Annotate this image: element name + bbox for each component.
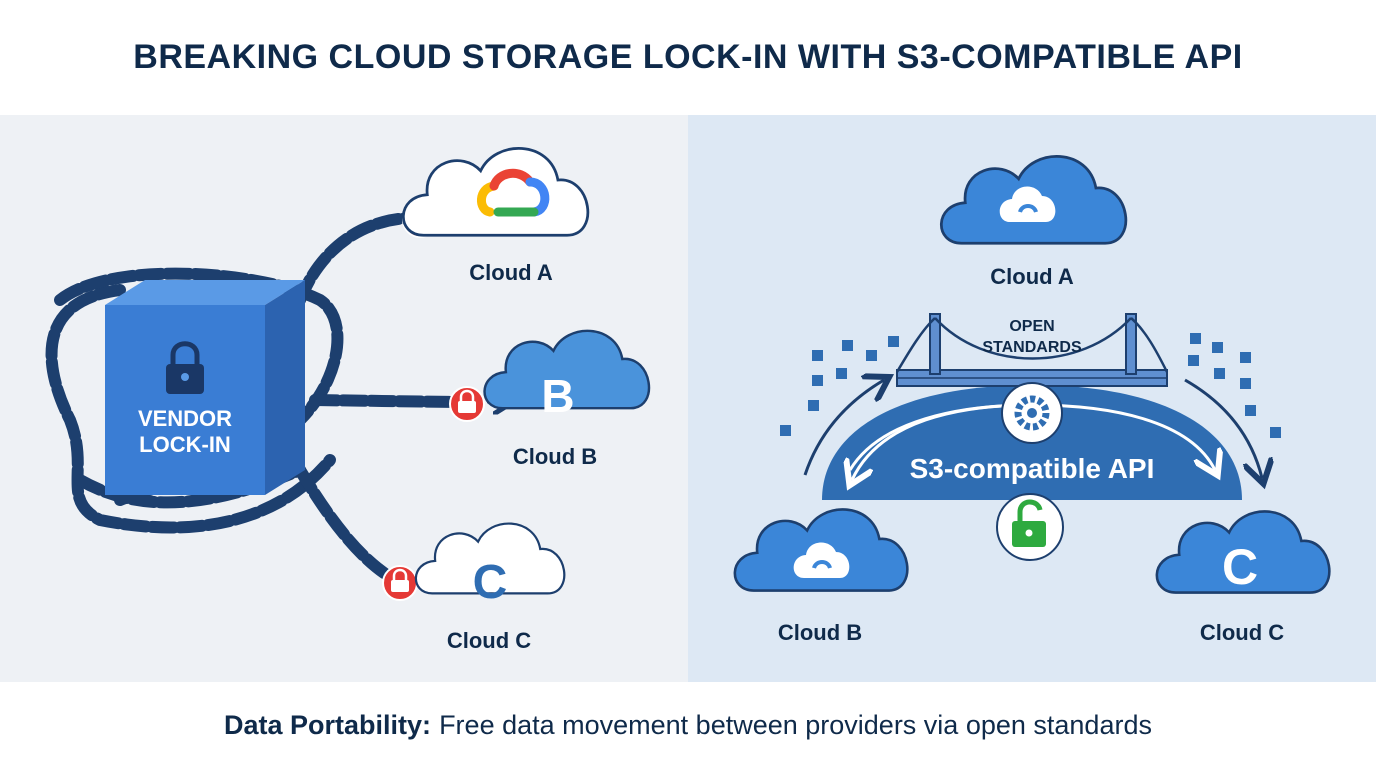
open-standards-line2: STANDARDS — [982, 339, 1082, 356]
c-logo-icon: C — [473, 556, 508, 609]
arrow-up-left — [803, 380, 884, 476]
padlock-icon — [166, 341, 204, 394]
cloud-c-left: C Cloud C — [414, 522, 566, 653]
footer-text: Free data movement between providers via… — [439, 709, 1152, 740]
s3-api-label: S3-compatible API — [910, 453, 1155, 484]
vendor-label-line1: VENDOR — [138, 406, 232, 431]
red-lock-icon-b — [449, 386, 485, 422]
cloud-a-right: Cloud A — [939, 154, 1128, 289]
cloud-c-right: C Cloud C — [1155, 510, 1331, 645]
data-particles — [780, 333, 1281, 438]
b-logo-icon: B — [541, 370, 574, 422]
cloud-b-right-label: Cloud B — [778, 620, 862, 645]
vendor-label-line2: LOCK-IN — [139, 432, 231, 457]
arrow-down-right — [1184, 378, 1262, 478]
cloud-a-left: Cloud A — [401, 146, 590, 285]
chain-to-cloud-c — [294, 464, 401, 586]
cloud-b-left-label: Cloud B — [513, 444, 597, 469]
open-standards-line1: OPEN — [1009, 318, 1054, 335]
page-title: BREAKING CLOUD STORAGE LOCK-IN WITH S3-C… — [133, 38, 1243, 76]
red-lock-icon-c — [382, 565, 418, 601]
multicolor-cloud-logo-icon — [477, 168, 550, 217]
cloud-c-right-label: Cloud C — [1200, 620, 1284, 645]
c-logo-icon: C — [1222, 539, 1258, 595]
unlocked-padlock-icon — [996, 493, 1064, 561]
cloud-b-left: B Cloud B — [483, 329, 651, 469]
cloud-sync-icon — [793, 542, 850, 578]
chain-to-cloud-b — [309, 394, 461, 408]
cloud-a-left-label: Cloud A — [469, 260, 553, 285]
chain-to-cloud-a — [294, 212, 416, 306]
cloud-b-right: Cloud B — [733, 508, 909, 645]
footer-caption: Data Portability: Free data movement bet… — [0, 682, 1376, 768]
vendor-lock-in-box: VENDOR LOCK-IN — [105, 280, 305, 495]
cloud-a-right-label: Cloud A — [990, 264, 1074, 289]
gear-icon — [1001, 382, 1063, 444]
footer-bold: Data Portability: — [224, 709, 432, 740]
cloud-sync-icon — [999, 186, 1056, 222]
cloud-c-left-label: Cloud C — [447, 628, 531, 653]
